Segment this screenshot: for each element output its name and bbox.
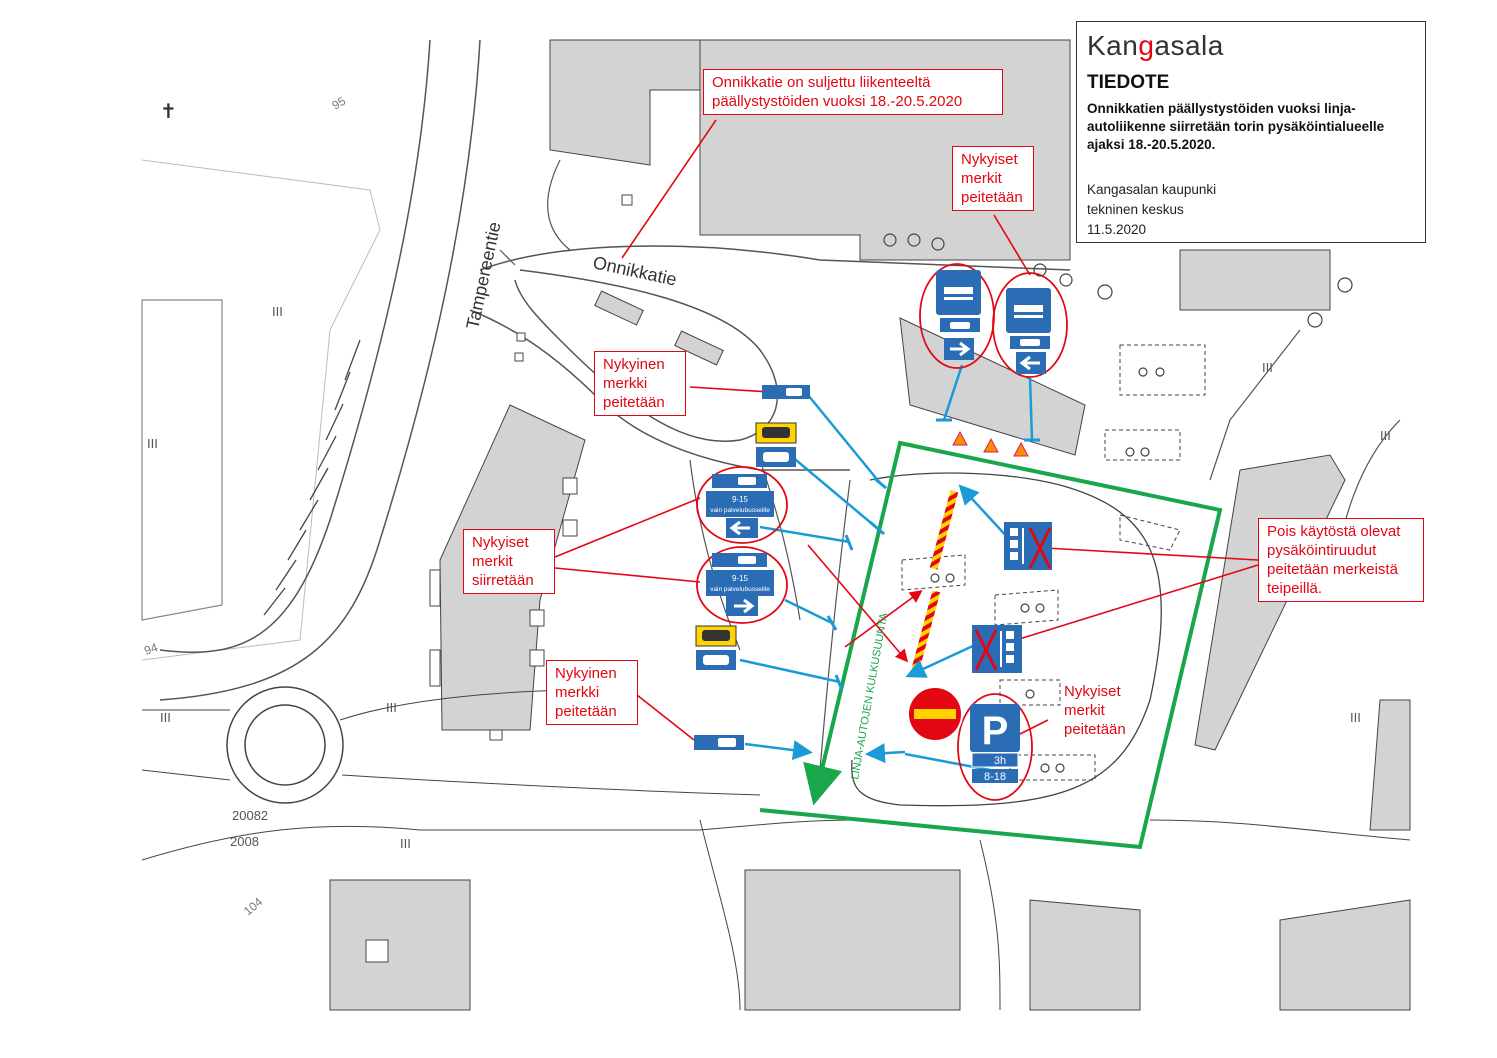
callout-text: peitetään merkeistä: [1267, 561, 1398, 578]
floors-label: III: [1380, 428, 1391, 443]
sign-pointers: [739, 364, 1040, 772]
parcel-number-20082: 20082: [232, 808, 268, 823]
service-bus-sign-2: [706, 553, 774, 616]
church-cross-icon: ✝: [160, 99, 177, 123]
callout-text: peitetään: [1064, 721, 1126, 738]
callout-text: teipeillä.: [1267, 580, 1323, 597]
parking-disabled-sign-1: [1004, 522, 1052, 570]
callout-single-sign-covered-lower: Nykyinen merkki peitetään: [546, 660, 638, 725]
floors-label: III: [147, 436, 158, 451]
elevation-label-95: 95: [330, 94, 349, 113]
callout-single-sign-covered: Nykyinen merkki peitetään: [594, 351, 686, 416]
sign-highlight-ellipses: [696, 263, 1068, 801]
elevation-label-94: 94: [142, 640, 160, 658]
callout-text: päällystystöiden vuoksi 18.-20.5.2020: [712, 93, 963, 110]
parcel-number-2008: 2008: [230, 834, 259, 849]
label-signs-covered-mid: Nykyiset merkit peitetään: [1064, 682, 1126, 739]
bus-lane-sign-2: [694, 735, 744, 750]
callout-text: Nykyiset: [1064, 683, 1121, 700]
callout-signs-covered-top: Nykyiset merkit peitetään: [952, 146, 1034, 211]
callout-text: Nykyinen: [555, 665, 617, 682]
bus-stop-sign-top-1: [936, 270, 981, 360]
floors-label: III: [1262, 360, 1273, 375]
timed-sign-text-2: 9-15: [732, 574, 749, 583]
parking-p-text: P: [982, 709, 1009, 753]
floors-label: III: [400, 836, 411, 851]
floors-label: III: [272, 304, 283, 319]
callout-text: merkki: [555, 684, 600, 701]
callout-leaders: [554, 119, 1259, 741]
callout-text: merkit: [472, 553, 513, 570]
floors-label: III: [1350, 710, 1361, 725]
bus-stop-sign-top-2: [1006, 288, 1051, 374]
callout-text: merkit: [961, 170, 1002, 187]
notice-date: 11.5.2020: [1087, 222, 1147, 237]
callout-text: Onnikkatie on suljettu liikenteeltä: [712, 74, 931, 91]
callout-text: Nykyinen: [603, 356, 665, 373]
callout-text: Nykyiset: [961, 151, 1018, 168]
callout-text: merkit: [1064, 702, 1105, 719]
traffic-cone-icon: [952, 430, 1029, 457]
callout-text: siirretään: [472, 572, 534, 589]
service-only-text-1: vain palvelubusseille: [710, 507, 770, 514]
floors-label: III: [160, 710, 171, 725]
parking-sign: [970, 704, 1020, 783]
notice-lead-text: Onnikkatien päällystystöiden vuoksi linj…: [1087, 101, 1385, 152]
callout-road-closed: Onnikkatie on suljettu liikenteeltä pääl…: [703, 69, 1003, 115]
school-bus-sign-1: [755, 422, 797, 467]
callout-text: peitetään: [961, 189, 1023, 206]
parking-hours-text: 8-18: [984, 771, 1006, 783]
bus-lane-sign-1: [762, 385, 810, 399]
sender-line-2: tekninen keskus: [1087, 202, 1184, 217]
callout-text: Nykyiset: [472, 534, 529, 551]
callout-text: Pois käytöstä olevat: [1267, 523, 1401, 540]
notice-heading: TIEDOTE: [1087, 72, 1170, 93]
parking-duration-text: 3h: [994, 755, 1006, 767]
parking-disabled-sign-2: [972, 625, 1022, 673]
callout-text: pysäköintiruudut: [1267, 542, 1377, 559]
callout-text: peitetään: [603, 394, 665, 411]
no-entry-sign: [907, 686, 963, 742]
kangasala-logo: Kangasala: [1087, 30, 1224, 61]
callout-text: merkki: [603, 375, 648, 392]
timed-sign-text-1: 9-15: [732, 495, 749, 504]
callout-signs-moved: Nykyiset merkit siirretään: [463, 529, 555, 594]
service-only-text-2: vain palvelubusseille: [710, 586, 770, 593]
sender-line-1: Kangasalan kaupunki: [1087, 182, 1217, 197]
notice-sender: Kangasalan kaupunki tekninen keskus 11.5…: [1087, 180, 1216, 240]
barrier-stripes: [911, 430, 1029, 670]
school-bus-sign-2: [695, 625, 737, 670]
bus-route: [759, 440, 1223, 850]
notice-info-box: Kangasala TIEDOTE Onnikkatien päällystys…: [1076, 21, 1426, 243]
floors-label: III: [386, 700, 397, 715]
callout-unused-parking: Pois käytöstä olevat pysäköintiruudut pe…: [1258, 518, 1424, 602]
service-bus-sign-1: [706, 474, 774, 538]
callout-text: peitetään: [555, 703, 617, 720]
